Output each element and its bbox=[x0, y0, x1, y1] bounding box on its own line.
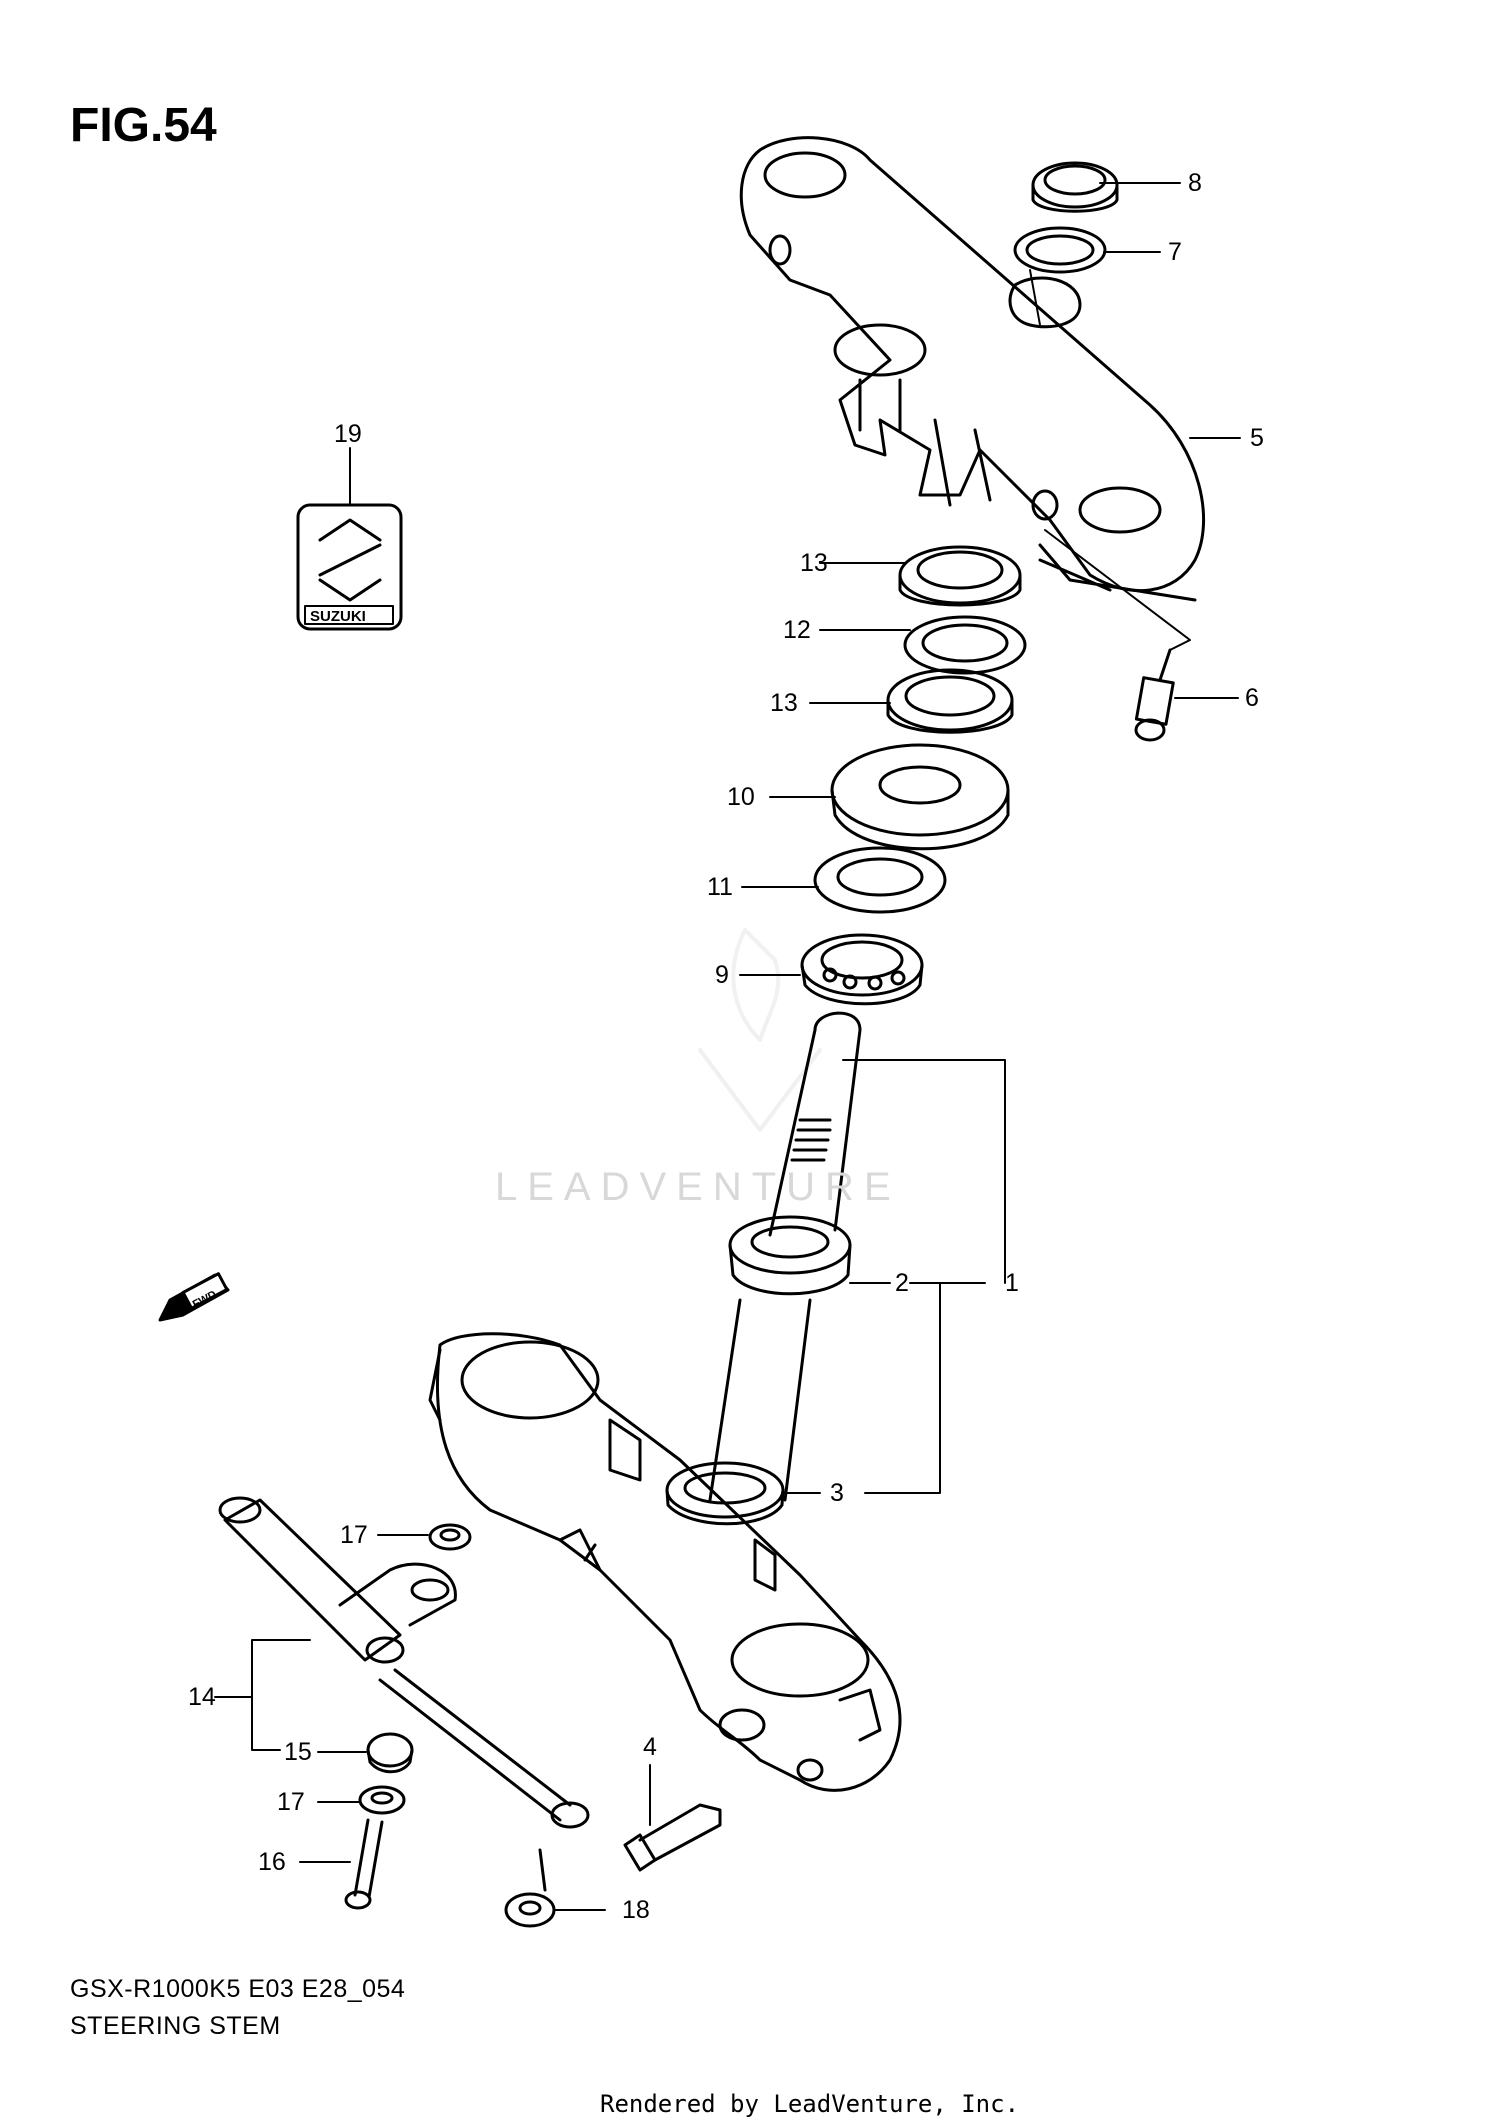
callout-1: 1 bbox=[1005, 1269, 1019, 1297]
callout-18: 18 bbox=[622, 1896, 650, 1924]
seal-part-3 bbox=[665, 1461, 785, 1526]
callout-3: 3 bbox=[830, 1479, 844, 1507]
callout-13-lower: 13 bbox=[770, 689, 798, 717]
nut-part-15 bbox=[366, 1732, 414, 1774]
callout-14: 14 bbox=[188, 1683, 216, 1711]
bolt-part-6 bbox=[1134, 648, 1175, 742]
nut-part-13-lower bbox=[886, 668, 1014, 734]
callout-5: 5 bbox=[1250, 424, 1264, 452]
figure-title: FIG.54 bbox=[70, 99, 217, 152]
fwd-arrow-badge bbox=[158, 1272, 230, 1322]
callout-19: 19 bbox=[334, 420, 362, 448]
model-code: GSX-R1000K5 E03 E28_054 bbox=[70, 1975, 406, 2003]
steering-stem-part-1 bbox=[708, 1011, 862, 1502]
upper-bracket-part-5 bbox=[739, 136, 1206, 602]
leader-lines bbox=[214, 182, 1241, 1911]
callout-15: 15 bbox=[284, 1738, 312, 1766]
callout-17-lower: 17 bbox=[277, 1788, 305, 1816]
washer-part-7 bbox=[1013, 226, 1107, 274]
washer-part-17-lower bbox=[358, 1785, 406, 1815]
washer-part-17-upper bbox=[428, 1523, 472, 1551]
callout-6: 6 bbox=[1245, 684, 1259, 712]
watermark-logo bbox=[698, 928, 822, 1132]
lower-bracket bbox=[428, 1332, 902, 1792]
callout-2: 2 bbox=[895, 1269, 909, 1297]
callout-9: 9 bbox=[715, 961, 729, 989]
bolt-part-4 bbox=[623, 1803, 722, 1872]
nut-part-8 bbox=[1031, 161, 1119, 213]
callout-8: 8 bbox=[1188, 169, 1202, 197]
callout-4: 4 bbox=[643, 1733, 657, 1761]
bolt-part-16 bbox=[344, 1818, 384, 1910]
race-part-11 bbox=[813, 846, 947, 914]
washer-part-12 bbox=[903, 615, 1027, 675]
callout-13-upper: 13 bbox=[800, 549, 828, 577]
nut-part-13-upper bbox=[898, 545, 1022, 607]
emblem-text: SUZUKI bbox=[310, 608, 366, 625]
callout-11: 11 bbox=[707, 873, 733, 901]
bearing-part-9 bbox=[800, 933, 924, 1006]
dust-seal-part-10 bbox=[830, 743, 1010, 851]
callout-7: 7 bbox=[1168, 238, 1182, 266]
seal-part-2 bbox=[728, 1215, 852, 1296]
nut-part-18 bbox=[504, 1892, 556, 1928]
callout-10: 10 bbox=[727, 783, 755, 811]
footer-credit: Rendered by LeadVenture, Inc. bbox=[600, 2090, 1020, 2118]
callout-17-upper: 17 bbox=[340, 1521, 368, 1549]
steering-damper-part-14 bbox=[218, 1496, 590, 1892]
watermark-text: LEADVENTURE bbox=[495, 1165, 901, 1209]
callout-12: 12 bbox=[783, 616, 811, 644]
callout-16: 16 bbox=[258, 1848, 286, 1876]
section-name: STEERING STEM bbox=[70, 2012, 281, 2040]
